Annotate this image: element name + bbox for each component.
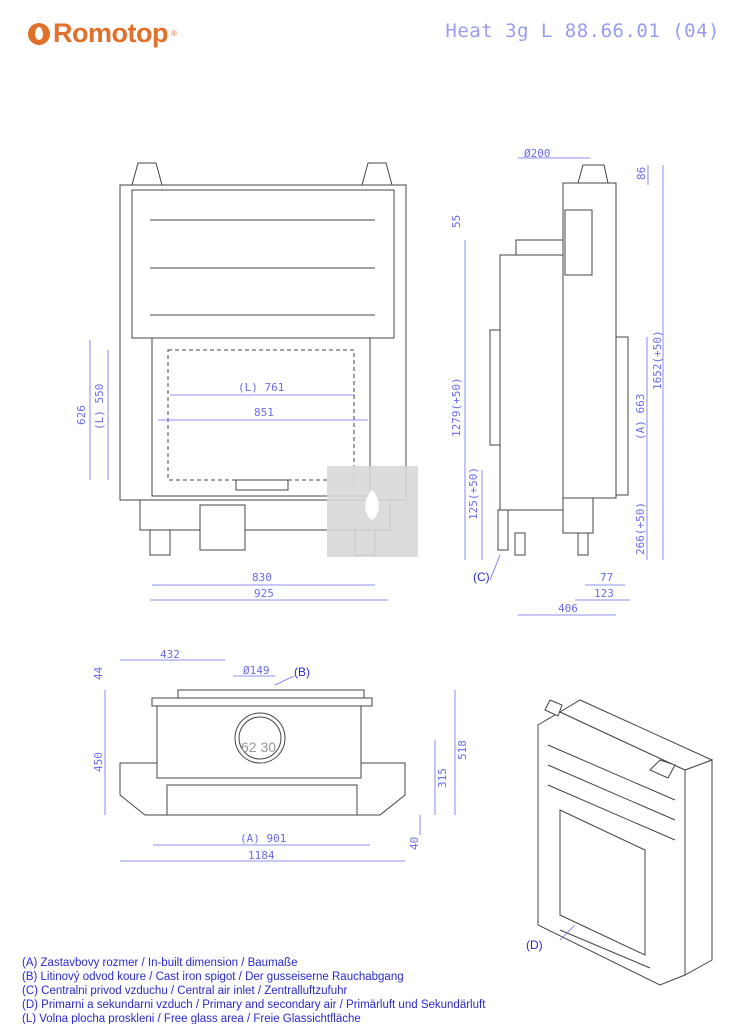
legend-item-a: (A) Zastavbovy rozmer / In-built dimensi…	[22, 957, 298, 969]
part-label: 62 30	[241, 739, 276, 755]
dim-d149: Ø149	[243, 664, 270, 677]
dim-a663: (A) 663	[634, 394, 647, 440]
dim-40: 40	[408, 837, 421, 850]
dim-a901: (A) 901	[240, 832, 286, 845]
romotop-logo: Romotop®	[28, 18, 177, 49]
flame-icon	[28, 22, 50, 45]
dim-l761: (L) 761	[238, 381, 284, 394]
dim-626: 626	[75, 405, 88, 425]
isometric-view: (D)	[526, 699, 714, 986]
tag-c: (C)	[473, 570, 490, 584]
dim-86: 86	[635, 167, 648, 180]
legend-item-l: (L) Volna plocha proskleni / Free glass …	[22, 1013, 361, 1024]
dim-266: 266(+50)	[634, 502, 647, 555]
front-view: 626 (L) 550 (L) 761 851 830 925	[75, 162, 418, 601]
tag-d: (D)	[526, 938, 543, 952]
legend: (A) Zastavbovy rozmer / In-built dimensi…	[22, 956, 485, 1024]
dim-851: 851	[254, 406, 274, 419]
dim-925: 925	[254, 587, 274, 600]
dim-830: 830	[252, 571, 272, 584]
registered-mark: ®	[170, 29, 177, 38]
dim-l550: (L) 550	[93, 384, 106, 430]
flame-watermark-icon	[365, 490, 379, 520]
legend-item-b: (B) Litinový odvod koure / Cast iron spi…	[22, 971, 404, 983]
dim-44: 44	[92, 666, 105, 680]
dim-432: 432	[160, 648, 180, 661]
legend-item-c: (C) Centralni privod vzduchu / Central a…	[22, 985, 348, 997]
dim-1279: 1279(+50)	[450, 377, 463, 437]
dim-55: 55	[450, 215, 463, 228]
legend-item-d: (D) Primarni a sekundarni vzduch / Prima…	[22, 999, 486, 1011]
dim-77: 77	[600, 571, 613, 584]
dim-125: 125(+50)	[467, 467, 480, 520]
dim-123: 123	[594, 587, 614, 600]
dim-1184: 1184	[248, 849, 275, 862]
dim-406: 406	[558, 602, 578, 615]
dim-450: 450	[92, 752, 105, 772]
dim-1652: 1652(+50)	[651, 330, 664, 390]
side-view: Ø200 86 55 1279(+50) 125(+50) 1652(+50) …	[450, 147, 664, 616]
dim-518: 518	[456, 740, 469, 760]
dim-d200: Ø200	[524, 147, 551, 160]
dim-315: 315	[436, 768, 449, 788]
document-title: Heat 3g L 88.66.01 (04)	[445, 20, 720, 42]
brand-name: Romotop	[53, 18, 168, 48]
top-view: 62 30 432 44 Ø149 (B) 450 518 315 40 (A)…	[92, 648, 469, 862]
tag-b: (B)	[294, 665, 310, 679]
